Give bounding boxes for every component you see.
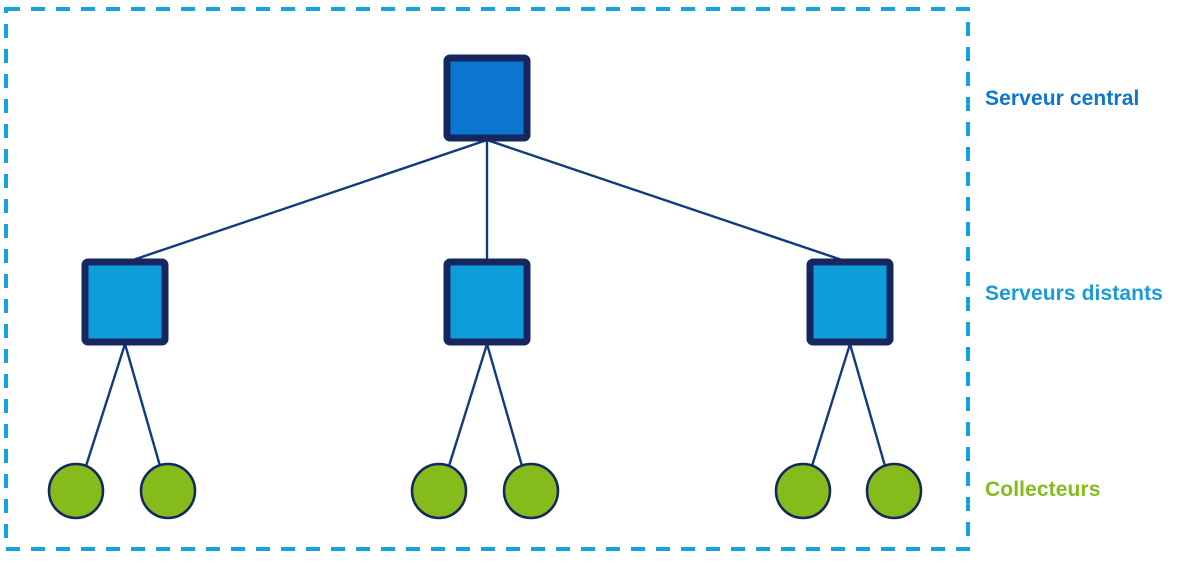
link-remote-1-collector-2 (123, 343, 162, 467)
tier-remote-servers (81, 258, 894, 346)
node-collector-2[interactable] (139, 462, 197, 520)
node-collector-3[interactable] (410, 462, 468, 520)
tier-label-central-server: Serveur central (985, 87, 1140, 110)
node-collector-5[interactable] (774, 462, 832, 520)
node-remote-server-1[interactable] (81, 258, 169, 346)
link-remote-3-collector-6 (848, 343, 887, 467)
tier-label-remote-servers: Serveurs distants (985, 282, 1163, 305)
tier-label-collectors: Collecteurs (985, 478, 1101, 501)
node-collector-4[interactable] (502, 462, 560, 520)
node-collector-6[interactable] (865, 462, 923, 520)
link-remote-1-collector-1 (84, 343, 127, 467)
link-remote-2-collector-4 (485, 343, 524, 467)
node-remote-server-3[interactable] (806, 258, 894, 346)
link-central-remote-1 (126, 138, 488, 264)
connector-links (84, 138, 887, 467)
tier-central-servers (443, 54, 531, 142)
link-central-remote-3 (486, 138, 849, 264)
tier-collectors (47, 462, 923, 520)
link-remote-2-collector-3 (447, 343, 489, 467)
node-collector-1[interactable] (47, 462, 105, 520)
node-remote-server-2[interactable] (443, 258, 531, 346)
diagram-boundary-frame (4, 7, 970, 551)
node-central-server-1[interactable] (443, 54, 531, 142)
link-remote-3-collector-5 (810, 343, 852, 467)
